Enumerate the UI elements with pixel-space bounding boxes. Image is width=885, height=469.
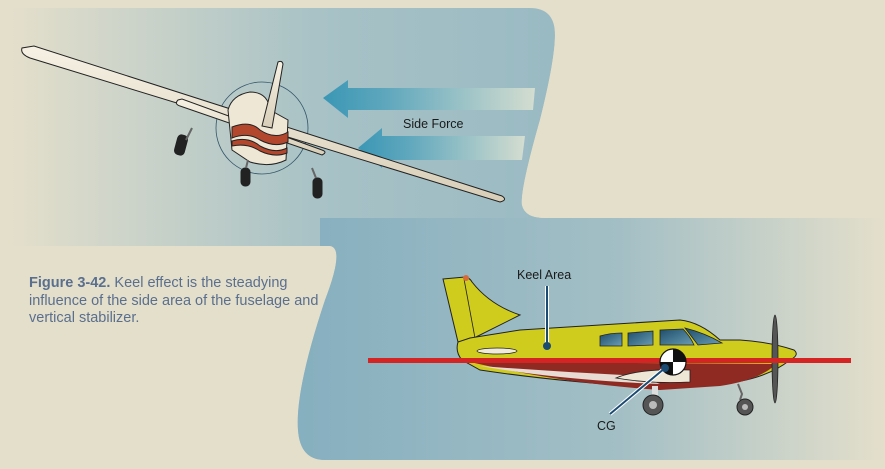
side-force-arrows xyxy=(323,80,535,168)
figure-number: Figure 3-42. xyxy=(29,275,111,291)
airplane-side-view xyxy=(442,275,797,416)
arrow-icon xyxy=(323,80,535,118)
cg-reference-line xyxy=(368,358,851,363)
figure-caption: Figure 3-42. Keel effect is the steadyin… xyxy=(29,275,349,328)
figure-caption-text: Keel effect is the steadying influence o… xyxy=(29,275,319,326)
keel-area-label: Keel Area xyxy=(517,268,572,282)
arrow-icon xyxy=(358,128,525,168)
cg-label: CG xyxy=(597,419,616,433)
airplane-front-view xyxy=(21,45,506,203)
side-force-label: Side Force xyxy=(403,117,464,131)
